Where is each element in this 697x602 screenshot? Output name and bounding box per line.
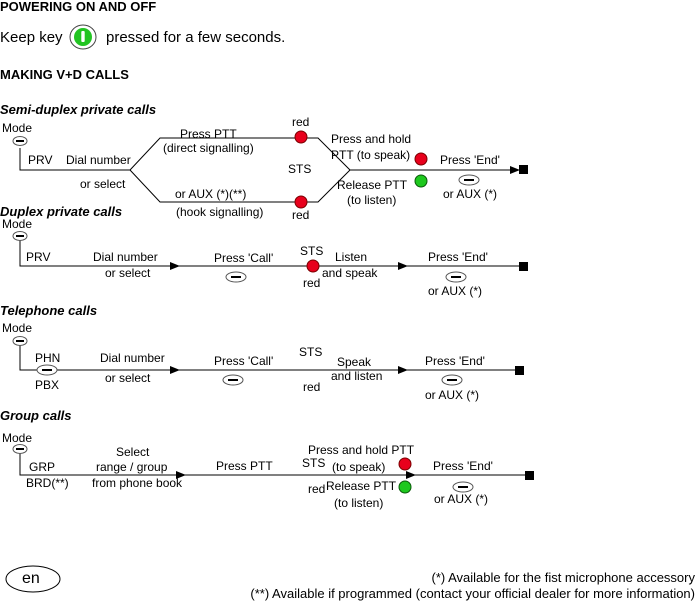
sts-label: STS bbox=[302, 456, 326, 470]
soft-key-icon bbox=[458, 174, 480, 186]
to-listen-label: (to listen) bbox=[347, 193, 397, 207]
making-calls-heading: MAKING V+D CALLS bbox=[0, 67, 129, 82]
soft-key-icon bbox=[36, 364, 58, 376]
power-heading: POWERING ON AND OFF bbox=[0, 0, 157, 14]
brd-label: BRD(**) bbox=[26, 476, 69, 490]
press-ptt-label: Press PTT bbox=[180, 127, 237, 141]
language-label: en bbox=[22, 570, 40, 587]
language-badge bbox=[5, 565, 61, 593]
soft-key-icon bbox=[445, 271, 467, 283]
red-label: red bbox=[308, 482, 326, 496]
or-select-label: or select bbox=[105, 371, 151, 385]
or-aux-end-label: or AUX (*) bbox=[443, 187, 498, 201]
led-red-icon bbox=[294, 130, 308, 144]
soft-key-icon bbox=[12, 231, 28, 241]
mode-label: Mode bbox=[2, 121, 33, 135]
or-select-label: or select bbox=[80, 177, 126, 191]
group-heading: Group calls bbox=[0, 408, 72, 423]
dial-number-label: Dial number bbox=[93, 250, 158, 264]
led-red-icon bbox=[306, 259, 320, 273]
telephone-heading: Telephone calls bbox=[0, 303, 98, 318]
mode-label: Mode bbox=[2, 217, 33, 231]
sts-label: STS bbox=[288, 162, 312, 176]
end-square-icon bbox=[515, 366, 524, 375]
telephone-flow bbox=[19, 345, 518, 374]
led-red-icon bbox=[398, 457, 412, 471]
footnote-accessory: (*) Available for the fist microphone ac… bbox=[431, 570, 696, 585]
direct-signalling-label: (direct signalling) bbox=[163, 141, 254, 155]
and-speak-label: and speak bbox=[322, 266, 378, 280]
press-hold-ptt-label: Press and hold PTT bbox=[308, 443, 415, 457]
led-green-icon bbox=[398, 480, 412, 494]
press-ptt-label: Press PTT bbox=[216, 459, 273, 473]
soft-key-icon bbox=[12, 136, 28, 146]
or-aux-label: or AUX (*)(**) bbox=[175, 187, 247, 201]
select-label: Select bbox=[116, 445, 150, 459]
prv-label: PRV bbox=[28, 153, 53, 167]
soft-key-icon bbox=[12, 444, 28, 454]
and-listen-label: and listen bbox=[331, 369, 383, 383]
from-phone-book-label: from phone book bbox=[92, 476, 183, 490]
or-aux-label: or AUX (*) bbox=[425, 388, 480, 402]
semi-duplex-flow bbox=[19, 137, 520, 203]
power-key-icon bbox=[69, 24, 97, 50]
listen-label: Listen bbox=[335, 250, 368, 264]
ptt-to-speak-label: PTT (to speak) bbox=[331, 148, 411, 162]
prv-label: PRV bbox=[26, 250, 51, 264]
press-end-label: Press 'End' bbox=[433, 459, 493, 473]
or-select-label: or select bbox=[105, 266, 151, 280]
duplex-flow bbox=[19, 240, 520, 270]
red-label: red bbox=[303, 380, 321, 394]
hook-signalling-label: (hook signalling) bbox=[176, 205, 264, 219]
release-ptt-label: Release PTT bbox=[337, 178, 408, 192]
end-square-icon bbox=[525, 471, 534, 480]
or-aux-label: or AUX (*) bbox=[428, 284, 483, 298]
sts-label: STS bbox=[300, 244, 324, 258]
to-speak-label: (to speak) bbox=[332, 460, 386, 474]
end-square-icon bbox=[519, 165, 528, 174]
mode-label: Mode bbox=[2, 321, 33, 335]
release-ptt-label: Release PTT bbox=[326, 479, 397, 493]
soft-key-icon bbox=[12, 336, 28, 346]
soft-key-icon bbox=[441, 374, 463, 386]
speak-label: Speak bbox=[337, 355, 372, 369]
press-call-label: Press 'Call' bbox=[214, 251, 274, 265]
pressed-text: pressed for a few seconds. bbox=[106, 29, 286, 46]
duplex-heading: Duplex private calls bbox=[0, 204, 123, 219]
group-flow bbox=[19, 453, 525, 479]
range-group-label: range / group bbox=[96, 460, 168, 474]
red-label: red bbox=[292, 115, 310, 129]
red-label: red bbox=[292, 208, 310, 222]
press-hold-label: Press and hold bbox=[331, 132, 412, 146]
press-call-label: Press 'Call' bbox=[214, 354, 274, 368]
or-aux-label: or AUX (*) bbox=[434, 492, 489, 506]
led-red-icon bbox=[294, 195, 308, 209]
keep-key-text: Keep key bbox=[0, 29, 63, 46]
grp-label: GRP bbox=[29, 460, 56, 474]
led-green-icon bbox=[414, 174, 428, 188]
semi-duplex-heading: Semi-duplex private calls bbox=[0, 102, 157, 117]
soft-key-icon bbox=[225, 271, 247, 283]
phn-label: PHN bbox=[35, 351, 61, 365]
to-listen-label: (to listen) bbox=[334, 496, 384, 510]
press-end-label: Press 'End' bbox=[428, 250, 488, 264]
mode-label: Mode bbox=[2, 431, 33, 445]
dial-number-label: Dial number bbox=[66, 153, 131, 167]
press-end-label: Press 'End' bbox=[425, 354, 485, 368]
end-square-icon bbox=[519, 262, 528, 271]
sts-label: STS bbox=[299, 345, 323, 359]
red-label: red bbox=[303, 276, 321, 290]
pbx-label: PBX bbox=[35, 378, 60, 392]
soft-key-icon bbox=[452, 481, 474, 493]
footnote-programmed: (**) Available if programmed (contact yo… bbox=[250, 586, 695, 601]
press-end-label: Press 'End' bbox=[440, 153, 500, 167]
led-red-icon bbox=[414, 152, 428, 166]
dial-number-label: Dial number bbox=[100, 351, 165, 365]
soft-key-icon bbox=[222, 374, 244, 386]
